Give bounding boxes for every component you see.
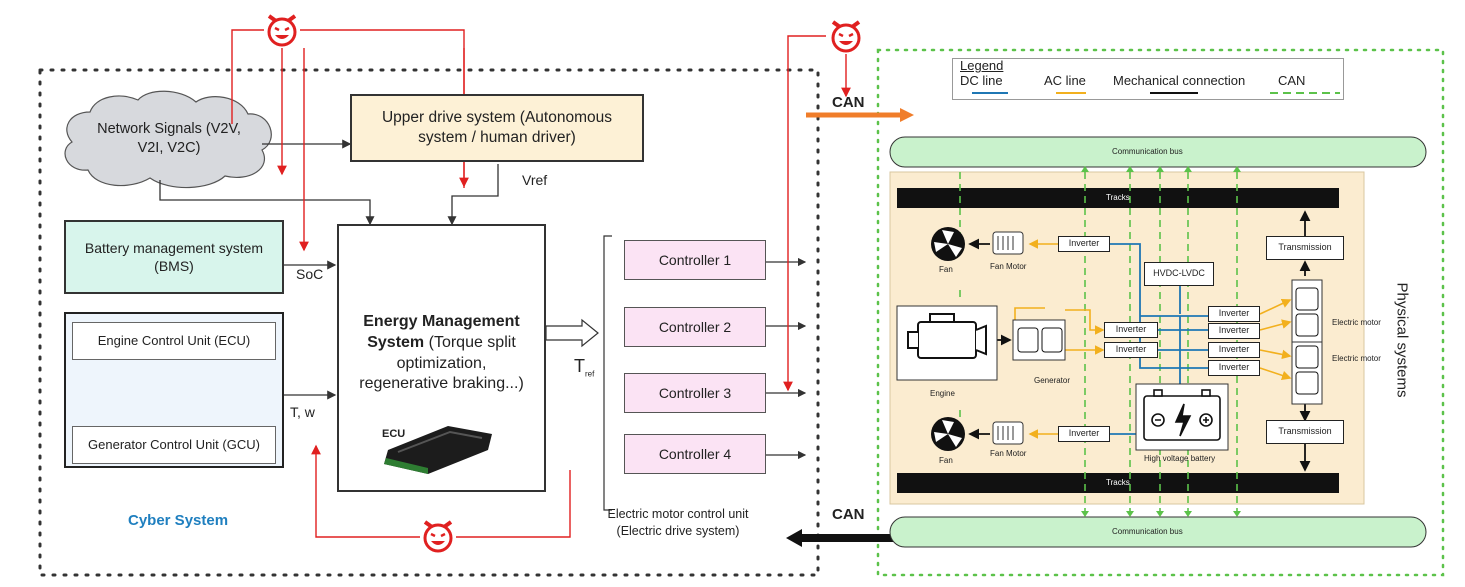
- ems-output-arrow: [545, 318, 599, 348]
- ems-desc-line1: (Torque split: [428, 333, 516, 351]
- tref-label: Tref: [574, 356, 594, 379]
- controller-2-box: Controller 2: [624, 307, 766, 347]
- battery-label: High voltage battery: [1144, 454, 1216, 463]
- electric-motor-label-1: Electric motor: [1332, 318, 1381, 327]
- tracks-bottom-label: Tracks: [1106, 478, 1130, 487]
- inverter-generator-1: Inverter: [1104, 322, 1158, 338]
- engine-icon: [907, 313, 987, 359]
- inverter-motor-4: Inverter: [1208, 360, 1260, 376]
- tracks-top-label: Tracks: [1106, 193, 1130, 202]
- cyber-system-border: [38, 68, 820, 577]
- electric-motor-label-2: Electric motor: [1332, 354, 1381, 363]
- comm-bus-top-label: Communication bus: [1112, 147, 1183, 156]
- cyber-system-title: Cyber System: [128, 512, 229, 529]
- legend-box: [952, 58, 1344, 100]
- inverter-motor-2: Inverter: [1208, 323, 1260, 339]
- legend-swatches: [972, 92, 1340, 94]
- inverter-motor-1: Inverter: [1208, 306, 1260, 322]
- legend-mech-label: Mechanical connection: [1113, 73, 1246, 88]
- emcu-label: Electric motor control unit (Electric dr…: [596, 506, 760, 540]
- legend-ac-label: AC line: [1044, 73, 1086, 88]
- legend-dc-label: DC line: [960, 73, 1003, 88]
- upper-drive-line2: system / human driver): [418, 129, 576, 146]
- tref-subscript: ref: [585, 369, 595, 379]
- ems-title-line2: System: [367, 333, 425, 351]
- network-signals-line1: Network Signals (V2V,: [97, 121, 241, 138]
- comm-bus-bottom-label: Communication bus: [1112, 527, 1183, 536]
- bms-box: Battery management system (BMS): [64, 220, 284, 294]
- fan-label-top: Fan: [939, 265, 953, 274]
- controller-4-box: Controller 4: [624, 434, 766, 474]
- network-signals-label: Network Signals (V2V, V2I, V2C): [76, 110, 262, 168]
- fan-motor-label-top: Fan Motor: [990, 262, 1027, 271]
- inverter-fan-bottom: Inverter: [1058, 426, 1110, 442]
- fan-label-bottom: Fan: [939, 456, 953, 465]
- comm-bus-bottom: [889, 516, 1427, 548]
- vref-label: Vref: [522, 172, 548, 188]
- electric-motor-icons: [1292, 287, 1322, 395]
- bms-line1: Battery management system: [84, 239, 264, 256]
- fan-motor-label-bottom: Fan Motor: [990, 449, 1027, 458]
- can-label-top: CAN: [832, 94, 865, 111]
- attacker-icon-top-left: [264, 12, 300, 48]
- controller-3-box: Controller 3: [624, 373, 766, 413]
- fan-motor-icon-bottom: [992, 421, 1024, 445]
- emcu-line2: (Electric drive system): [616, 523, 740, 538]
- transmission-bottom-box: Transmission: [1266, 420, 1344, 444]
- battery-icon: [1143, 389, 1221, 441]
- controller-1-box: Controller 1: [624, 240, 766, 280]
- fan-icon-bottom: [931, 417, 965, 451]
- engine-label: Engine: [930, 389, 955, 398]
- soc-label: SoC: [296, 266, 324, 282]
- physical-system-border: [876, 48, 1445, 577]
- ecu-chip-image: [378, 420, 498, 476]
- inverter-motor-3: Inverter: [1208, 342, 1260, 358]
- hvdc-lvdc-box: HVDC-LVDC: [1144, 262, 1214, 286]
- bms-line2: (BMS): [154, 258, 194, 274]
- attacker-icon-bottom: [420, 518, 456, 554]
- attacker-icon-top-right: [828, 18, 864, 54]
- ecu-chip-label: ECU: [382, 428, 406, 440]
- comm-bus-top: [889, 136, 1427, 168]
- network-signals-line2: V2I, V2C): [137, 140, 201, 156]
- ems-title-line1: Energy Management: [363, 313, 520, 330]
- upper-drive-line1: Upper drive system (Autonomous: [381, 108, 612, 126]
- transmission-top-box: Transmission: [1266, 236, 1344, 260]
- tracks-top: [897, 188, 1339, 208]
- legend-can-label: CAN: [1278, 73, 1306, 88]
- fan-motor-icon-top: [992, 231, 1024, 255]
- legend-title: Legend: [960, 58, 1004, 73]
- emcu-line1: Electric motor control unit: [607, 507, 749, 521]
- ems-desc-line2: optimization,: [396, 354, 487, 372]
- upper-drive-system-box: Upper drive system (Autonomous system / …: [350, 94, 644, 162]
- can-label-bottom: CAN: [832, 506, 865, 523]
- ems-label: Energy Management System (Torque split o…: [337, 312, 546, 395]
- generator-label: Generator: [1034, 376, 1071, 385]
- inverter-generator-2: Inverter: [1104, 342, 1158, 358]
- torque-speed-label: T, w: [290, 404, 315, 420]
- fan-icon-top: [931, 227, 965, 261]
- tref-symbol: T: [574, 356, 585, 376]
- generator-icon: [1017, 327, 1063, 353]
- gcu-box: Generator Control Unit (GCU): [72, 426, 276, 464]
- physical-systems-title: Physical systems: [1393, 282, 1411, 398]
- tracks-bottom: [897, 473, 1339, 493]
- inverter-fan-top: Inverter: [1058, 236, 1110, 252]
- network-signals-cloud: [64, 90, 272, 189]
- ecu-box: Engine Control Unit (ECU): [72, 322, 276, 360]
- ems-desc-line3: regenerative braking...): [359, 375, 524, 393]
